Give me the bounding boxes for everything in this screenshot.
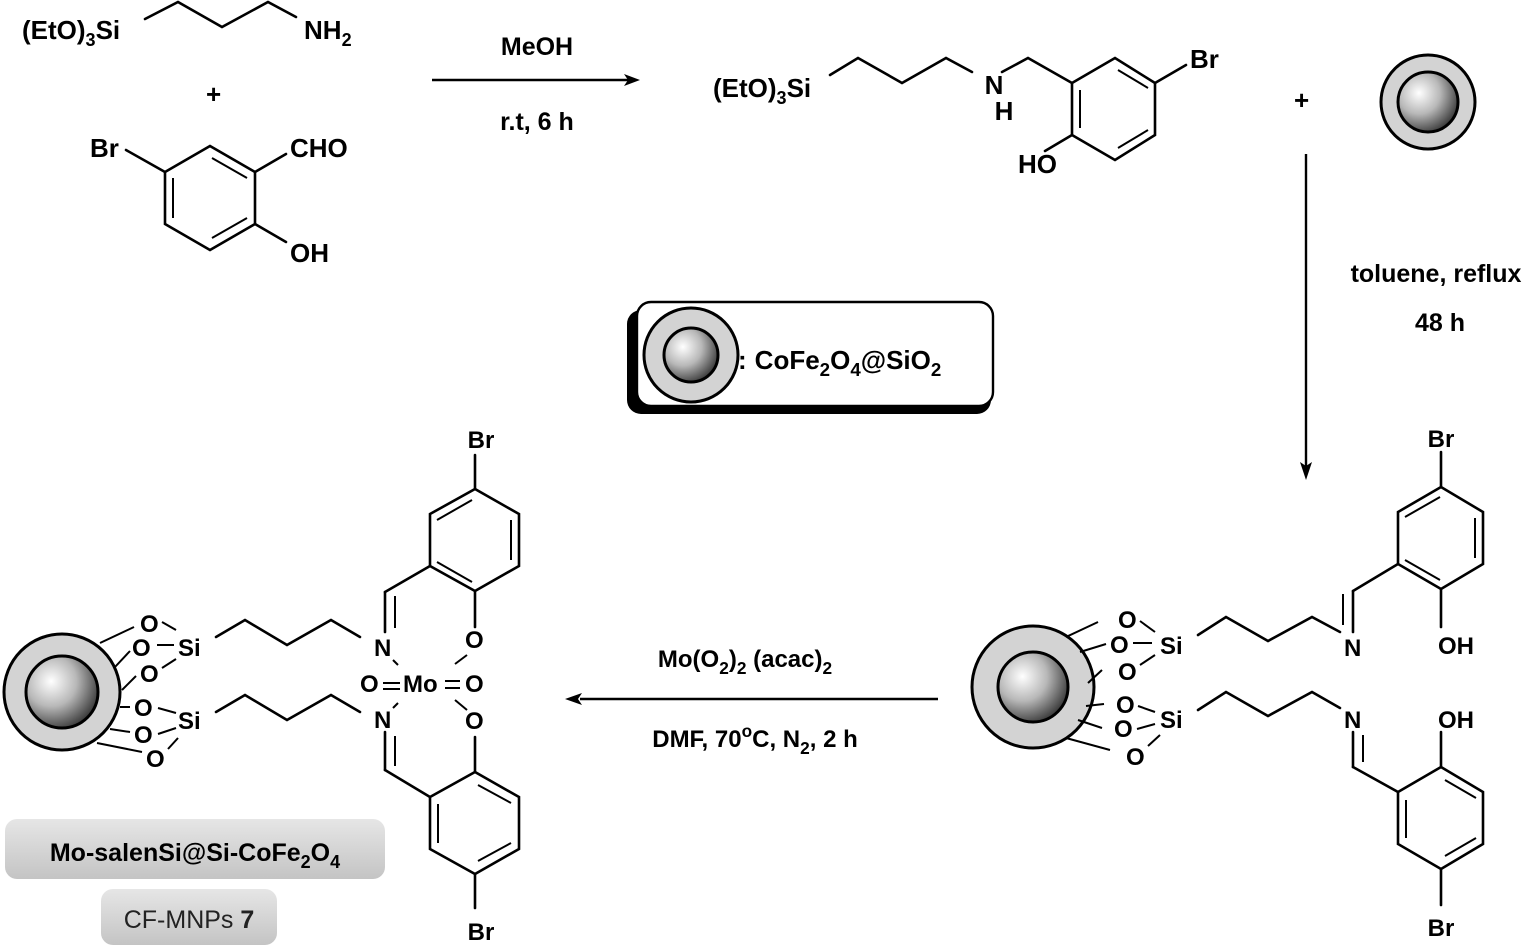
step2-arrow: toluene, reflux 48 h (1300, 154, 1522, 480)
step3-reagent: Mo(O2)2 (acac)2 (658, 646, 832, 678)
phenoxo-lower: O (465, 708, 484, 735)
svg-text:O: O (140, 661, 159, 688)
reactant-bromosalicylaldehyde: Br CHO OH (90, 133, 348, 268)
product-br-upper: Br (468, 427, 495, 454)
intermediate-amine: (EtO)3Si N H Br HO (713, 44, 1219, 179)
oh-label-upper: OH (1438, 633, 1474, 660)
product-code: CF-MNPs 7 (124, 906, 255, 934)
svg-text:O: O (1114, 716, 1133, 743)
svg-text:O: O (1110, 632, 1129, 659)
product-br-lower: Br (468, 919, 495, 946)
svg-text:O: O (140, 611, 159, 638)
svg-text:O: O (134, 695, 153, 722)
supported-schiff-base: O O O O O O Si Si N N Br OH (970, 426, 1485, 942)
imine-n-lower: N (1344, 707, 1361, 734)
step3-conditions: DMF, 70oC, N2, 2 h (652, 721, 858, 758)
br-label-upper: Br (1428, 426, 1455, 453)
step2-conditions-1: toluene, reflux (1351, 260, 1522, 288)
oxo-left: O (360, 671, 379, 698)
plus-sign-2: + (1294, 85, 1309, 115)
step1-conditions: r.t, 6 h (500, 108, 574, 136)
imine-n-upper: N (1344, 635, 1361, 662)
svg-text:O: O (1118, 659, 1137, 686)
propyl-chain (143, 0, 298, 29)
svg-text:O: O (1118, 607, 1137, 634)
svg-text:O: O (1116, 692, 1135, 719)
intermediate-br-label: Br (1190, 44, 1219, 74)
aptes-amine-label: NH2 (304, 15, 352, 50)
product-code-badge: CF-MNPs 7 (101, 889, 277, 945)
phenoxo-upper: O (465, 627, 484, 654)
product-n-upper: N (374, 635, 391, 662)
si-label-upper: Si (1160, 633, 1183, 660)
si-label-lower: Si (1160, 707, 1183, 734)
mo-label: Mo (403, 671, 438, 698)
step3-arrow: Mo(O2)2 (acac)2 DMF, 70oC, N2, 2 h (565, 646, 938, 758)
product-name: Mo-salenSi@Si-CoFe2O4 (50, 839, 340, 872)
legend-box: :CoFe2O4@SiO2 (627, 300, 995, 414)
nh-h-label: H (995, 96, 1014, 126)
product-n-lower: N (374, 707, 391, 734)
oh-label-lower: OH (1438, 707, 1474, 734)
mo-salen-complex: O O O O O O Si Si N N O Mo O O O (2, 427, 521, 946)
legend-label: :CoFe2O4@SiO2 (738, 345, 941, 380)
intermediate-ho-label: HO (1018, 149, 1057, 179)
svg-text:O: O (134, 722, 153, 749)
oxo-right: O (465, 671, 484, 698)
step1-reagent: MeOH (501, 33, 573, 61)
plus-sign: + (206, 79, 221, 109)
siloxane-oxygens-upper: O O O O O O (1110, 607, 1145, 771)
oh-label: OH (290, 238, 329, 268)
svg-text:O: O (1126, 744, 1145, 771)
nh-n-label: N (985, 70, 1004, 100)
intermediate-silane-label: (EtO)3Si (713, 73, 811, 108)
svg-text:O: O (132, 635, 151, 662)
cho-label: CHO (290, 133, 348, 163)
step1-arrow: MeOH r.t, 6 h (432, 33, 640, 136)
product-si-lower: Si (178, 708, 201, 735)
nanoparticle-icon (1379, 53, 1477, 151)
product-si-upper: Si (178, 635, 201, 662)
product-siloxane-oxygens: O O O O O O (132, 611, 165, 773)
svg-text:O: O (146, 746, 165, 773)
reactant-aptes: (EtO)3Si NH2 (22, 0, 352, 50)
benzene-ring (163, 144, 257, 252)
aptes-silane-label: (EtO)3Si (22, 15, 120, 50)
br-label-lower: Br (1428, 915, 1455, 942)
step2-conditions-2: 48 h (1415, 309, 1465, 337)
br-label: Br (90, 133, 119, 163)
product-name-badge: Mo-salenSi@Si-CoFe2O4 (5, 819, 385, 879)
